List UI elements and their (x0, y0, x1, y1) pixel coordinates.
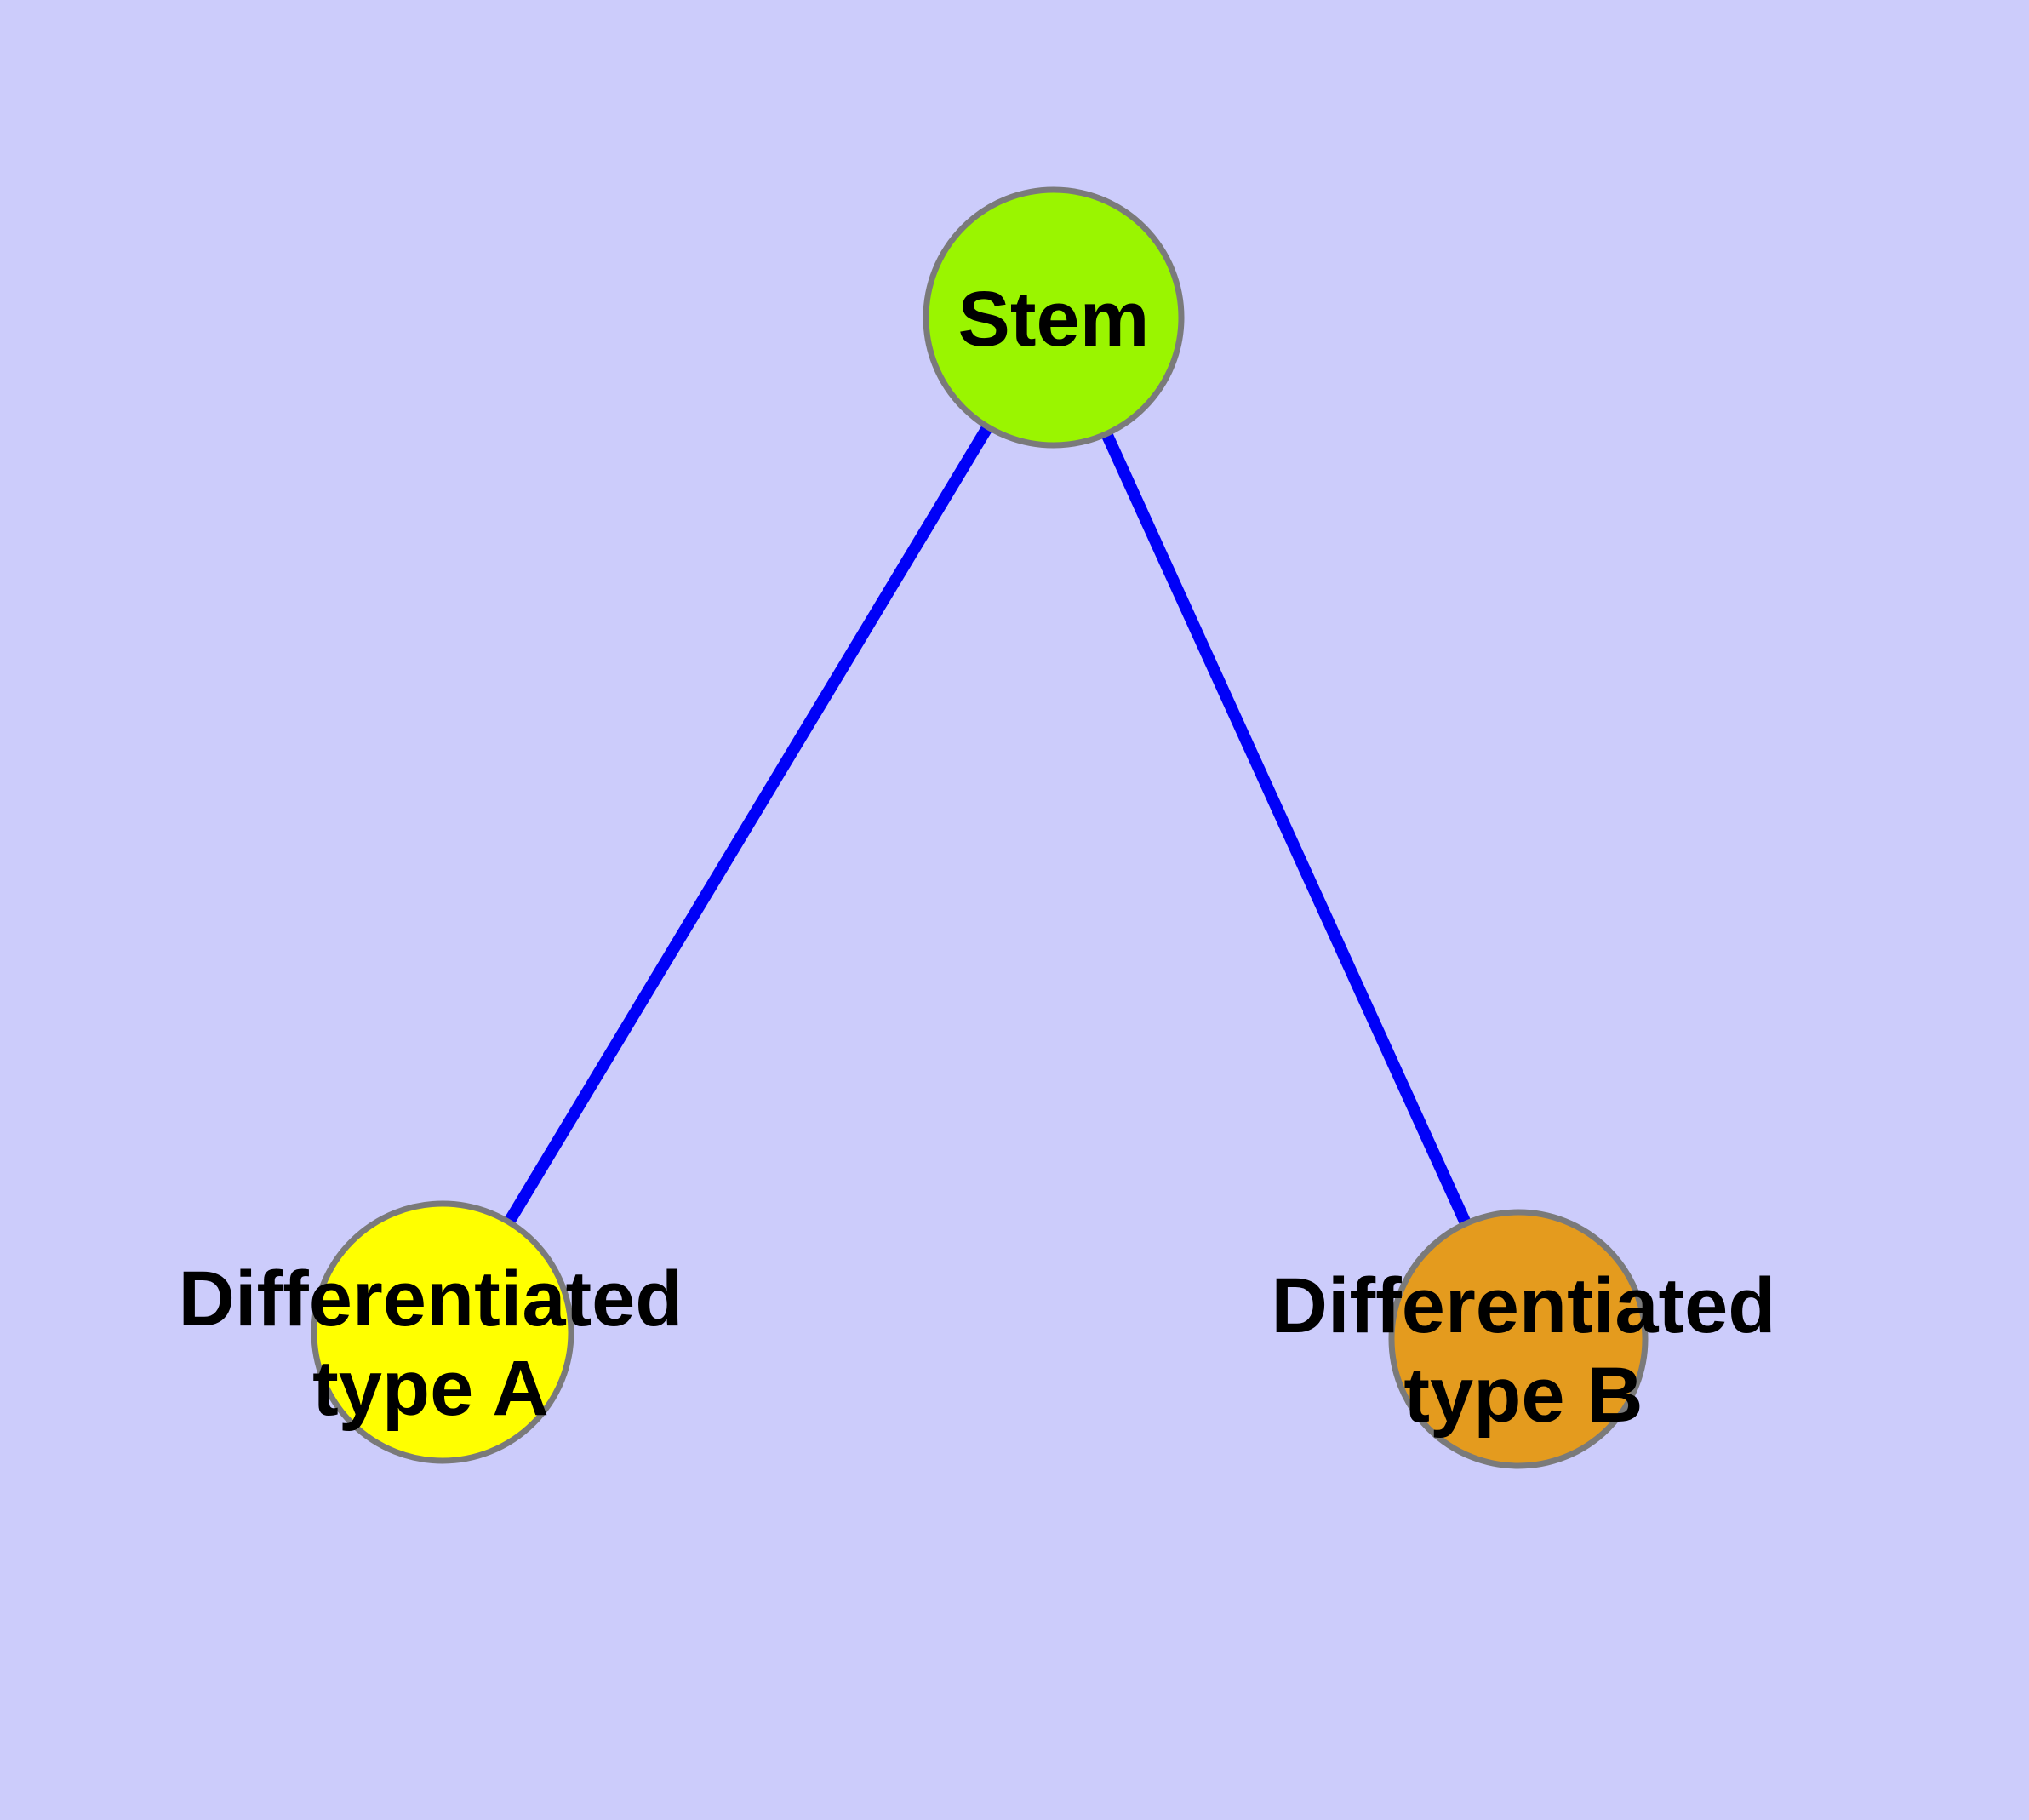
node-type-b-label-line1: Differentiated (1272, 1262, 1776, 1349)
edge-stem-to-type-b (1048, 315, 1524, 1342)
node-type-b (1388, 1209, 1649, 1469)
node-type-a-label-line1: Differentiated (179, 1256, 683, 1342)
node-stem-label: Stem (958, 276, 1150, 363)
edge-stem-to-type-a (437, 314, 1059, 1336)
node-type-b-label-line2: type B (1403, 1352, 1643, 1439)
node-type-a (311, 1200, 574, 1464)
node-type-a-label-line2: type A (312, 1345, 549, 1432)
node-stem (923, 186, 1185, 449)
